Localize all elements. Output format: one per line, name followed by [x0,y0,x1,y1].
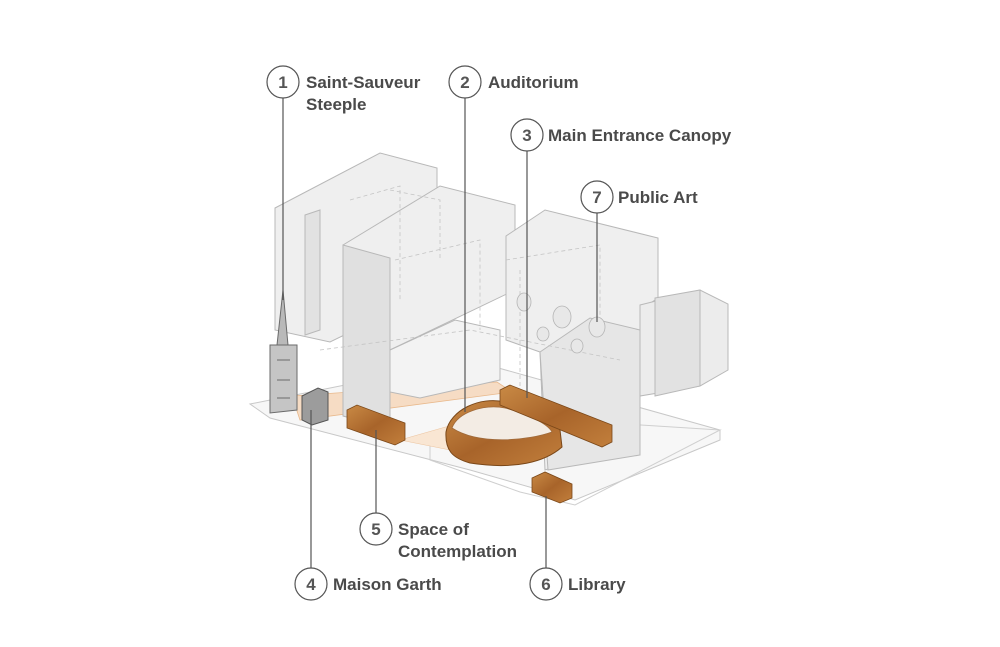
svg-text:4: 4 [306,575,316,594]
svg-text:Library: Library [568,575,626,594]
space-of-contemplation [346,404,406,446]
leader-lines [282,98,598,568]
svg-text:Maison Garth: Maison Garth [333,575,442,594]
maison-garth [301,387,329,426]
main-entrance-canopy [499,384,613,448]
svg-text:Public Art: Public Art [618,188,698,207]
svg-text:Space of: Space of [398,520,469,539]
svg-text:7: 7 [592,188,601,207]
svg-text:5: 5 [371,520,380,539]
saint-sauveur-steeple [269,289,298,414]
svg-text:Auditorium: Auditorium [488,73,579,92]
svg-text:Steeple: Steeple [306,95,366,114]
svg-text:Main Entrance Canopy: Main Entrance Canopy [548,126,732,145]
svg-text:Contemplation: Contemplation [398,542,517,561]
svg-text:Saint-Sauveur: Saint-Sauveur [306,73,421,92]
callout-7: 7 Public Art [580,180,698,214]
svg-text:2: 2 [460,73,469,92]
callout-4: 4 Maison Garth [294,567,442,601]
svg-text:6: 6 [541,575,550,594]
svg-text:1: 1 [278,73,287,92]
hidden-edges [319,185,621,400]
callout-6: 6 Library [529,567,626,601]
callout-1: 1 Saint-Sauveur Steeple [266,65,421,114]
callout-3: 3 Main Entrance Canopy [510,118,732,152]
callout-5: 5 Space of Contemplation [359,512,517,561]
building-masses [274,152,729,471]
callout-2: 2 Auditorium [448,65,579,99]
library-block [531,471,573,504]
svg-text:3: 3 [522,126,531,145]
